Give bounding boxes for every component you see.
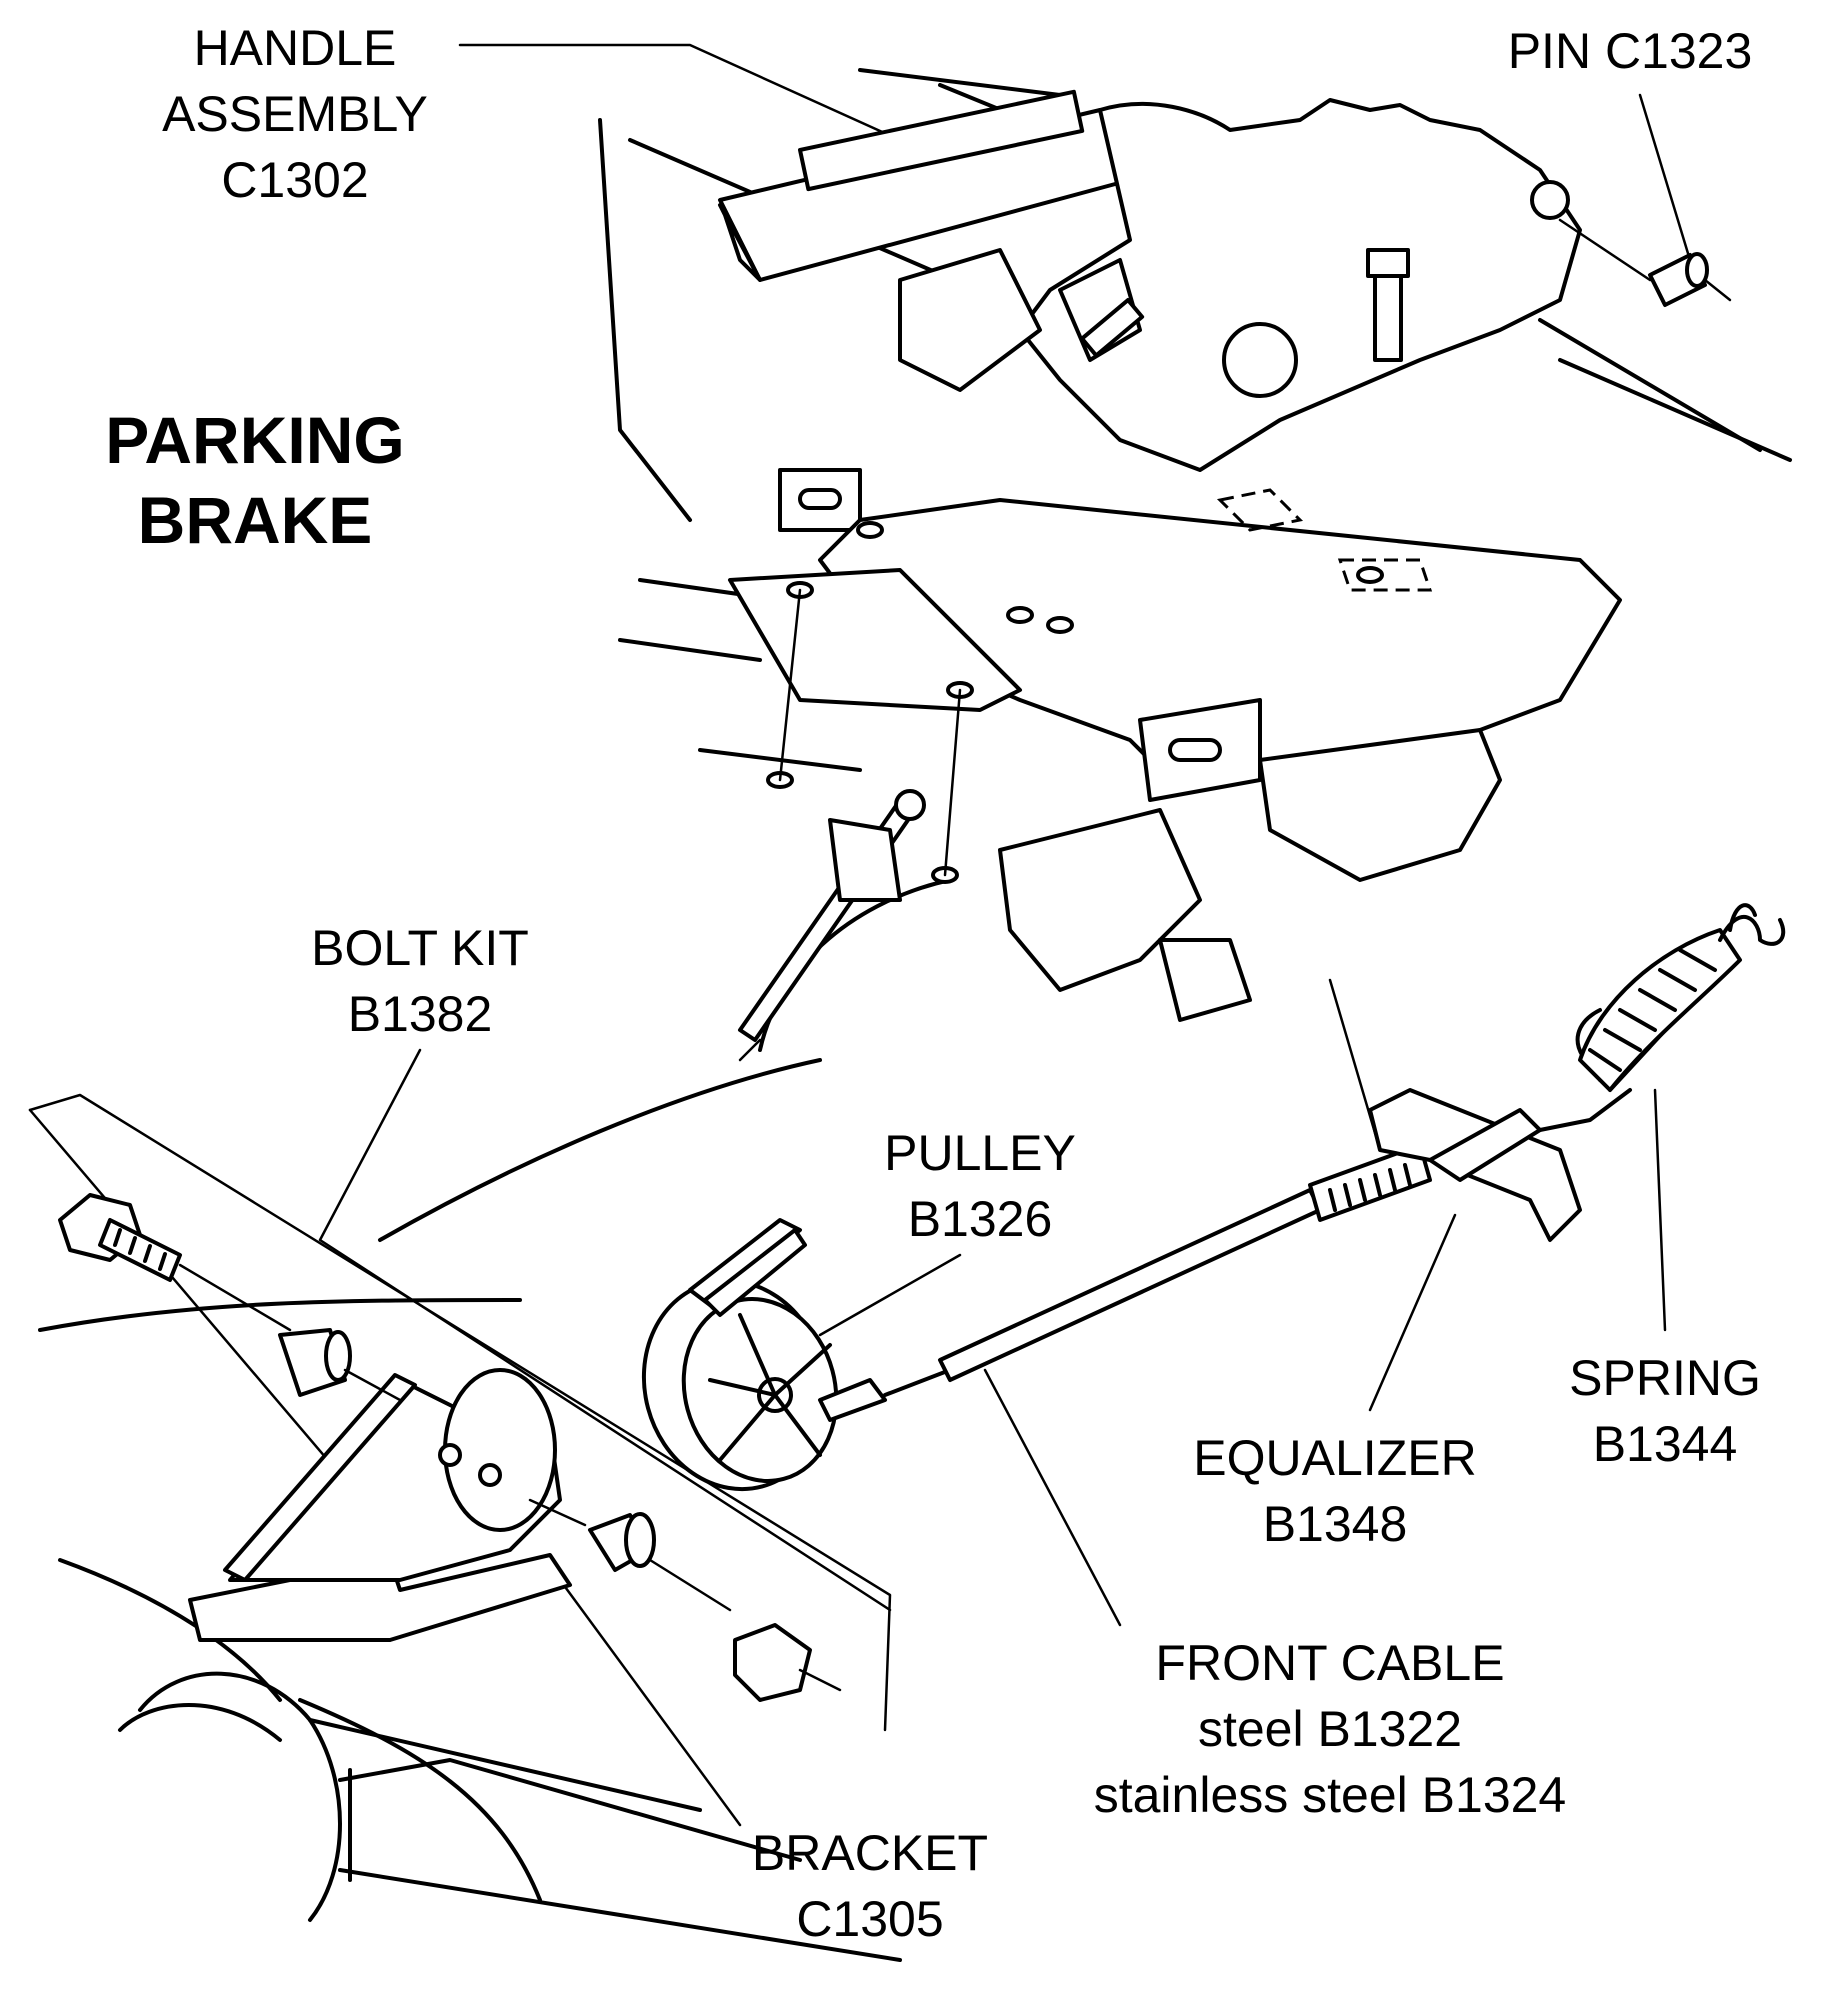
label-line: HANDLE bbox=[193, 20, 397, 76]
pulley-part bbox=[641, 1218, 887, 1492]
label-line: SPRING bbox=[1569, 1350, 1761, 1406]
label-line: B1344 bbox=[1592, 1416, 1738, 1472]
plate-bolts bbox=[766, 521, 1384, 884]
label-line: C1305 bbox=[796, 1891, 944, 1947]
label-line: stainless steel B1324 bbox=[1093, 1767, 1567, 1823]
label-line: EQUALIZER bbox=[1193, 1430, 1477, 1486]
label-bracket: BRACKET C1305 bbox=[710, 1820, 1030, 1952]
label-line: B1382 bbox=[347, 986, 493, 1042]
label-line: PULLEY bbox=[884, 1125, 1076, 1181]
pin-part bbox=[1558, 218, 1732, 307]
label-pulley: PULLEY B1326 bbox=[840, 1120, 1120, 1252]
label-line: steel B1322 bbox=[1197, 1701, 1463, 1757]
label-bolt-kit: BOLT KIT B1382 bbox=[280, 915, 560, 1047]
diagram-title: PARKING BRAKE bbox=[70, 400, 440, 560]
handle-base-plate bbox=[728, 468, 1622, 1022]
crossmember bbox=[118, 1671, 902, 1962]
front-cable-part bbox=[883, 1143, 1432, 1397]
label-line: ASSEMBLY bbox=[162, 86, 428, 142]
title-line: BRAKE bbox=[137, 483, 373, 557]
label-line: BOLT KIT bbox=[311, 920, 529, 976]
label-line: BRACKET bbox=[751, 1825, 989, 1881]
label-pin: PIN C1323 bbox=[1460, 18, 1800, 84]
label-line: B1326 bbox=[907, 1191, 1053, 1247]
label-handle-assembly: HANDLE ASSEMBLY C1302 bbox=[130, 15, 460, 213]
handle-assembly-part bbox=[718, 89, 1582, 472]
title-line: PARKING bbox=[105, 403, 405, 477]
spring-part bbox=[1538, 903, 1786, 1132]
bolt-kit-part bbox=[58, 1193, 842, 1702]
label-line: PIN C1323 bbox=[1507, 23, 1753, 79]
label-line: B1348 bbox=[1262, 1496, 1408, 1552]
label-spring: SPRING B1344 bbox=[1530, 1345, 1800, 1477]
bracket-part bbox=[188, 1368, 572, 1642]
rear-cable-part bbox=[738, 789, 926, 1062]
label-front-cable: FRONT CABLE steel B1322 stainless steel … bbox=[1040, 1630, 1620, 1828]
label-equalizer: EQUALIZER B1348 bbox=[1150, 1425, 1520, 1557]
label-line: C1302 bbox=[221, 152, 369, 208]
label-line: FRONT CABLE bbox=[1155, 1635, 1505, 1691]
floor-pan-lines bbox=[38, 68, 1792, 1902]
